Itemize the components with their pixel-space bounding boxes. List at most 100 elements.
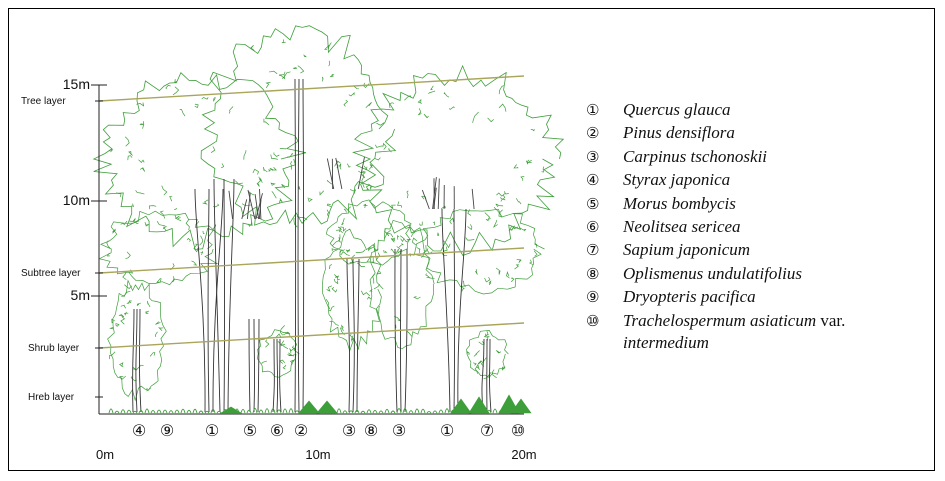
trunk-stroke: [136, 309, 137, 412]
leaf-tuft: [404, 239, 410, 242]
leaf-tuft: [112, 319, 115, 322]
leaf-tuft: [379, 306, 381, 313]
leaf-tuft: [139, 160, 145, 163]
trunk-stroke: [357, 259, 359, 412]
trunk-stroke: [208, 189, 209, 412]
leaf-tuft: [173, 87, 179, 95]
leaf-tuft: [121, 317, 125, 324]
leaf-tuft: [244, 150, 246, 160]
species-name: Oplismenus undulatifolius: [623, 263, 802, 285]
species-marker: ①: [205, 421, 219, 440]
leaf-tuft: [418, 108, 421, 115]
figure-frame: 15m 10m 5m Tree layer Subtree layer Shru…: [8, 8, 935, 471]
leaf-tuft: [397, 236, 399, 240]
herb-clump: [253, 409, 257, 414]
legend-item: ⑦Sapium japonicum: [586, 239, 926, 262]
leaf-tuft: [119, 315, 124, 317]
leaf-tuft: [350, 189, 355, 194]
leaf-tuft: [514, 165, 518, 169]
legend-number: ⑦: [586, 239, 623, 261]
leaf-tuft: [507, 272, 510, 278]
herb-clump: [415, 409, 419, 413]
leaf-tuft: [350, 334, 353, 341]
height-label-5m: 5m: [71, 287, 90, 303]
leaf-tuft: [398, 202, 402, 208]
leaf-tuft: [200, 236, 203, 246]
species-name-rank: var.: [816, 311, 845, 330]
species-name: Pinus densiflora: [623, 122, 735, 144]
leaf-tuft: [125, 312, 129, 315]
layer-label-subtree: Subtree layer: [21, 268, 81, 279]
legend-item: ④Styrax japonica: [586, 169, 926, 192]
species-position-markers: ④⑨①⑤⑥②③⑧③①⑦⑩: [132, 421, 525, 440]
leaf-tuft: [468, 209, 471, 215]
leaf-tuft: [404, 96, 411, 101]
crown-outline: [99, 211, 217, 285]
herb-clump: [109, 409, 113, 413]
leaf-tuft: [124, 285, 131, 289]
leaf-tuft: [140, 124, 144, 128]
leaf-tuft: [479, 341, 485, 344]
legend-item: ⑧Oplismenus undulatifolius: [586, 263, 926, 286]
leaf-tuft: [115, 324, 119, 327]
leaf-tuft: [531, 129, 535, 131]
trunk-stroke: [249, 319, 250, 412]
leaf-tuft: [303, 55, 306, 57]
leaf-tuft: [489, 281, 491, 285]
leaf-tuft: [367, 297, 371, 299]
species-marker: ⑦: [480, 421, 494, 440]
legend-number: ⑨: [586, 286, 623, 308]
leaf-tuft: [344, 209, 346, 212]
species-marker: ⑩: [511, 421, 525, 440]
species-name-main: Trachelospermum asiaticum: [623, 311, 816, 330]
legend-item: ①Quercus glauca: [586, 99, 926, 122]
leaf-tuft: [211, 147, 215, 153]
leaf-tuft: [229, 107, 233, 114]
leaf-tuft: [257, 180, 261, 186]
leaf-tuft: [534, 251, 537, 257]
leaf-tuft: [175, 79, 176, 83]
species-name: Styrax japonica: [623, 169, 730, 191]
herb-clump: [493, 409, 497, 413]
leaf-tuft: [369, 164, 372, 169]
branch-stroke: [242, 199, 247, 219]
height-label-10m: 10m: [63, 192, 90, 208]
leaf-tuft: [361, 291, 370, 296]
leaf-tuft: [157, 278, 161, 282]
leaf-tuft: [374, 284, 380, 289]
herb-clump: [277, 410, 281, 413]
trunk-stroke: [454, 209, 455, 412]
trunk-stroke: [224, 179, 225, 412]
leaf-tuft: [496, 204, 503, 207]
species-marker: ⑤: [243, 421, 257, 440]
legend-number: ⑤: [586, 193, 623, 215]
crown-outline: [108, 281, 167, 401]
trunk-stroke: [214, 179, 220, 412]
herb-clump: [289, 409, 293, 413]
leaf-tuft: [542, 167, 544, 173]
layer-label-tree: Tree layer: [21, 96, 66, 107]
trunk-stroke: [258, 319, 259, 412]
trunk-stroke: [442, 209, 450, 412]
leaf-tuft: [290, 360, 294, 365]
leaf-tuft: [364, 204, 368, 208]
leaf-tuft: [120, 363, 124, 367]
herb-clump: [361, 411, 365, 413]
leaf-tuft: [174, 208, 176, 209]
herb-clump: [187, 410, 191, 413]
leaf-tuft: [290, 349, 291, 353]
leaf-tuft: [400, 236, 404, 242]
leaf-tuft: [111, 328, 114, 329]
leaf-tuft: [427, 278, 435, 279]
species-marker: ②: [294, 421, 308, 440]
leaf-tuft: [242, 204, 252, 206]
herb-clump: [181, 409, 185, 413]
leaf-tuft: [375, 158, 380, 160]
leaf-tuft: [266, 82, 270, 87]
leaf-tuft: [488, 118, 494, 122]
leaf-tuft: [127, 300, 130, 303]
herb-clump: [337, 409, 341, 413]
leaf-tuft: [121, 305, 126, 308]
leaf-tuft: [412, 238, 417, 245]
herb-clump: [379, 411, 383, 413]
